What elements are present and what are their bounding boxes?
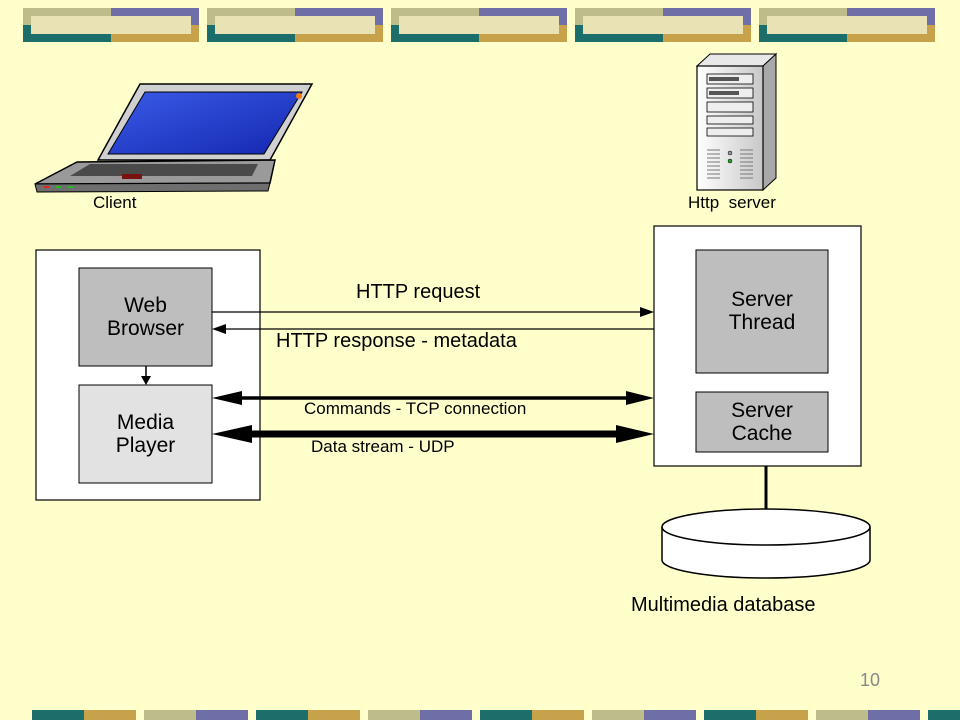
browser-to-player-arrow (141, 366, 151, 385)
top-band-tile (23, 8, 199, 42)
media-player-box (78, 384, 213, 484)
data-stream-arrow (212, 425, 654, 443)
bottom-decorative-band (32, 710, 960, 720)
bottom-band-tile (644, 710, 696, 720)
bottom-band-tile (480, 710, 532, 720)
http-request-arrow (212, 307, 654, 317)
server-tower-icon (695, 52, 778, 192)
bottom-band-tile (368, 710, 420, 720)
bottom-band-tile (196, 710, 248, 720)
commands-label: Commands - TCP connection (304, 399, 527, 418)
bottom-band-tile (308, 710, 360, 720)
top-band-tile (391, 8, 567, 42)
top-band-tile (759, 8, 935, 42)
server-label: Http server (688, 193, 776, 212)
bottom-band-tile (420, 710, 472, 720)
bottom-band-tile (84, 710, 136, 720)
bottom-band-tile (816, 710, 868, 720)
web-browser-box (78, 267, 213, 367)
http-request-label: HTTP request (356, 281, 481, 303)
top-band-tile (207, 8, 383, 42)
bottom-band-tile (532, 710, 584, 720)
server-thread-box (695, 249, 829, 374)
top-decorative-band (23, 8, 935, 42)
data-stream-label: Data stream - UDP (311, 437, 455, 456)
database-cylinder-icon (661, 508, 871, 579)
client-label: Client (93, 193, 137, 212)
http-response-label: HTTP response - metadata (276, 330, 517, 352)
bottom-band-tile (144, 710, 196, 720)
bottom-band-tile (756, 710, 808, 720)
laptop-icon (34, 83, 314, 193)
bottom-band-tile (704, 710, 756, 720)
bottom-band-tile (928, 710, 960, 720)
bottom-band-tile (868, 710, 920, 720)
http-response-arrow (212, 324, 654, 334)
bottom-band-tile (256, 710, 308, 720)
server-cache-box (695, 391, 829, 453)
database-label: Multimedia database (631, 594, 816, 616)
page-number: 10 (860, 670, 881, 690)
commands-arrow (212, 391, 654, 405)
top-band-tile (575, 8, 751, 42)
bottom-band-tile (592, 710, 644, 720)
bottom-band-tile (32, 710, 84, 720)
